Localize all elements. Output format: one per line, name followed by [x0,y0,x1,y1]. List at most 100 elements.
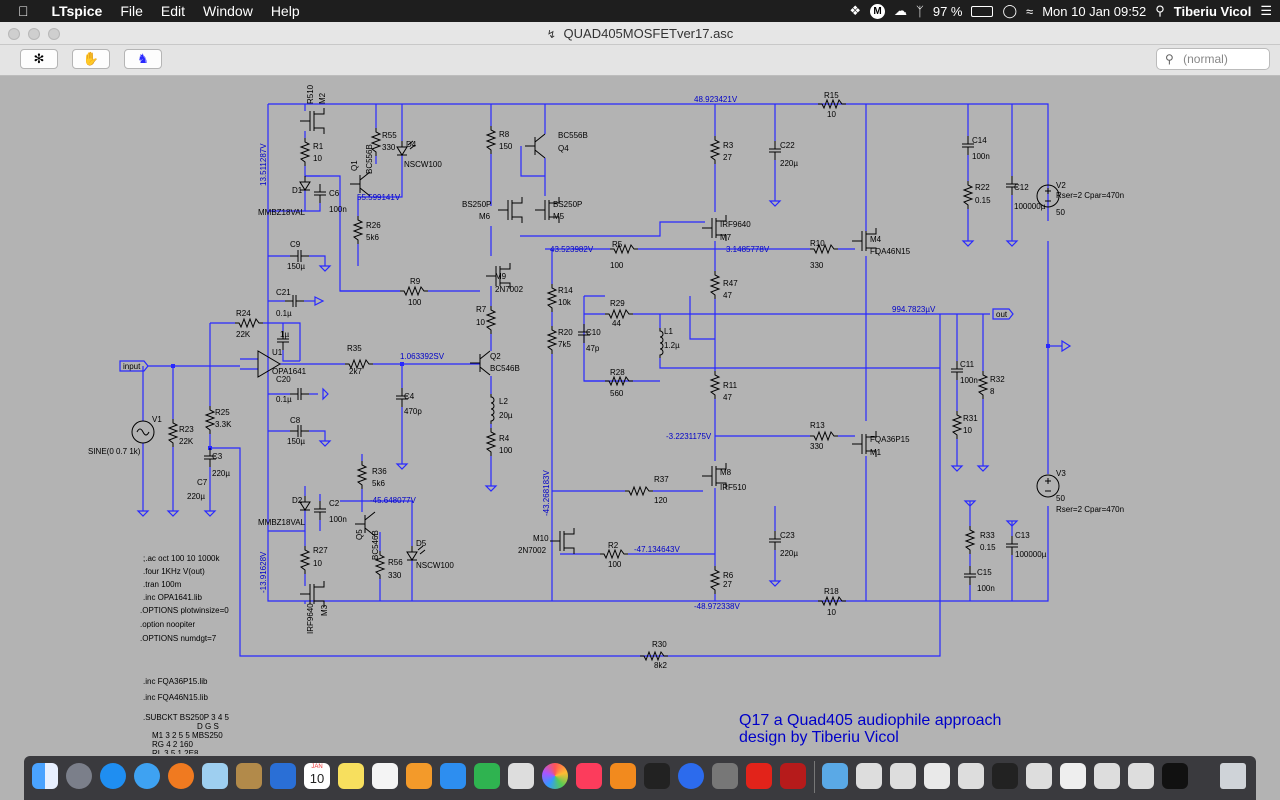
time-machine-icon[interactable]: ◯ [1002,3,1018,18]
close-window-button[interactable] [8,28,20,40]
music-icon[interactable] [576,763,602,789]
r35-resistor [345,358,373,370]
window-thumb-10[interactable] [1162,763,1188,789]
caption-line-2: design by Tiberiu Vicol [739,729,899,746]
directive-12[interactable]: M1 3 2 5 5 MBS250 [152,731,223,740]
window-thumb-8[interactable] [1094,763,1120,789]
menu-file[interactable]: File [109,3,143,19]
label-C7v: 220µ [187,492,205,501]
wire-0 [268,103,1049,221]
minimize-window-button[interactable] [28,28,40,40]
safari-icon[interactable] [134,763,160,789]
apple-icon[interactable]:  [0,3,38,19]
m-icon[interactable]: M [870,3,886,19]
window-thumb-6[interactable] [1026,763,1052,789]
c23-capacitor [769,531,781,550]
photos-booth-icon[interactable] [508,763,534,789]
directive-1[interactable]: ;.ac oct 100 10 1000k [143,554,220,563]
directive-3[interactable]: .tran 100m [143,580,182,589]
halt-button[interactable]: ✋ [72,49,110,69]
zoom-window-button[interactable] [48,28,60,40]
schematic-caption[interactable]: Q17 a Quad405 audiophile approach design… [739,712,1001,746]
label-C14v: 100n [972,152,990,161]
label-R30v: 8k2 [654,661,667,670]
label-R6v: 27 [723,580,732,589]
directive-14[interactable]: RL 3 5 1.2E8 [152,749,199,754]
window-thumb-9[interactable] [1128,763,1154,789]
directive-4[interactable]: .inc OPA1641.lib [143,593,202,602]
window-thumb-1[interactable] [856,763,882,789]
app-store-icon[interactable] [100,763,126,789]
run-button[interactable]: ✻ [20,49,58,69]
directive-8[interactable]: .inc FQA36P15.lib [143,677,208,686]
preview-icon[interactable] [202,763,228,789]
launchpad-icon[interactable] [66,763,92,789]
label-R11v: 47 [723,393,732,402]
r29-resistor [605,308,633,320]
c14-capacitor [962,136,974,155]
v2-source-pol [1045,188,1051,202]
directive-10[interactable]: .SUBCKT BS250P 3 4 5 [143,713,229,722]
search-field[interactable]: ⚲ (normal) [1156,48,1270,70]
signal-icon[interactable] [678,763,704,789]
q5-bjt [355,511,376,537]
v3-source-pol [1045,478,1051,492]
trash-icon[interactable] [1220,763,1246,789]
bluetooth-icon[interactable]: ᛉ [916,3,924,19]
window-thumb-2[interactable] [890,763,916,789]
app-menu[interactable]: LTspice [41,3,103,19]
books-icon[interactable] [610,763,636,789]
battery-icon[interactable] [971,5,994,17]
wire-72 [520,221,705,237]
textedit-icon[interactable] [372,763,398,789]
ltspice-icon[interactable] [780,763,806,789]
directive-2[interactable]: .four 1KHz V(out) [143,567,205,576]
label-C23: C23 [780,531,795,540]
label-R24: R24 [236,309,251,318]
acrobat-icon[interactable] [746,763,772,789]
window-thumb-7[interactable] [1060,763,1086,789]
calculator-icon[interactable] [712,763,738,789]
pages-icon[interactable] [406,763,432,789]
notes-icon[interactable] [338,763,364,789]
finder-icon[interactable] [32,763,58,789]
directive-5[interactable]: .OPTIONS plotwinsize=0 [140,606,229,615]
wire-7 [304,166,400,292]
firefox-icon[interactable] [168,763,194,789]
numbers-icon[interactable] [474,763,500,789]
directive-6[interactable]: .option noopiter [140,620,196,629]
clock[interactable]: Mon 10 Jan 09:52 [1042,3,1147,19]
window-thumb-4[interactable] [958,763,984,789]
dropbox-icon[interactable]: ❖ [849,3,862,18]
archive-icon[interactable] [236,763,262,789]
label-M6m: BS250P [462,200,491,209]
photos-icon[interactable] [542,763,568,789]
cloud-icon[interactable]: ☁ [894,3,908,18]
directive-7[interactable]: .OPTIONS numdgt=7 [140,634,217,643]
terminal-icon[interactable] [644,763,670,789]
window-thumb-3[interactable] [924,763,950,789]
label-R8v: 150 [499,142,513,151]
label-R56v: 330 [388,571,402,580]
notification-center-icon[interactable]: ☰ [1260,3,1272,18]
menu-help[interactable]: Help [260,3,300,19]
directive-13[interactable]: RG 4 2 160 [152,740,193,749]
directive-9[interactable]: .inc FQA46N15.lib [143,693,208,702]
user-name[interactable]: Tiberiu Vicol [1173,3,1252,19]
keynote-icon[interactable] [440,763,466,789]
window-thumb-5[interactable] [992,763,1018,789]
folder-icon[interactable] [822,763,848,789]
wifi-icon[interactable]: ≈ [1026,3,1034,19]
ground-symbol [203,510,217,517]
menu-edit[interactable]: Edit [150,3,185,19]
menu-window[interactable]: Window [192,3,253,19]
probe-button[interactable]: ♞ [124,49,162,69]
r32-resistor [977,371,989,399]
calendar-icon[interactable]: JAN 10 [304,763,330,789]
spotlight-icon[interactable]: ⚲ [1155,3,1165,18]
directive-11[interactable]: D G S [197,722,219,731]
label-C15v: 100n [977,584,995,593]
xcode-icon[interactable] [270,763,296,789]
